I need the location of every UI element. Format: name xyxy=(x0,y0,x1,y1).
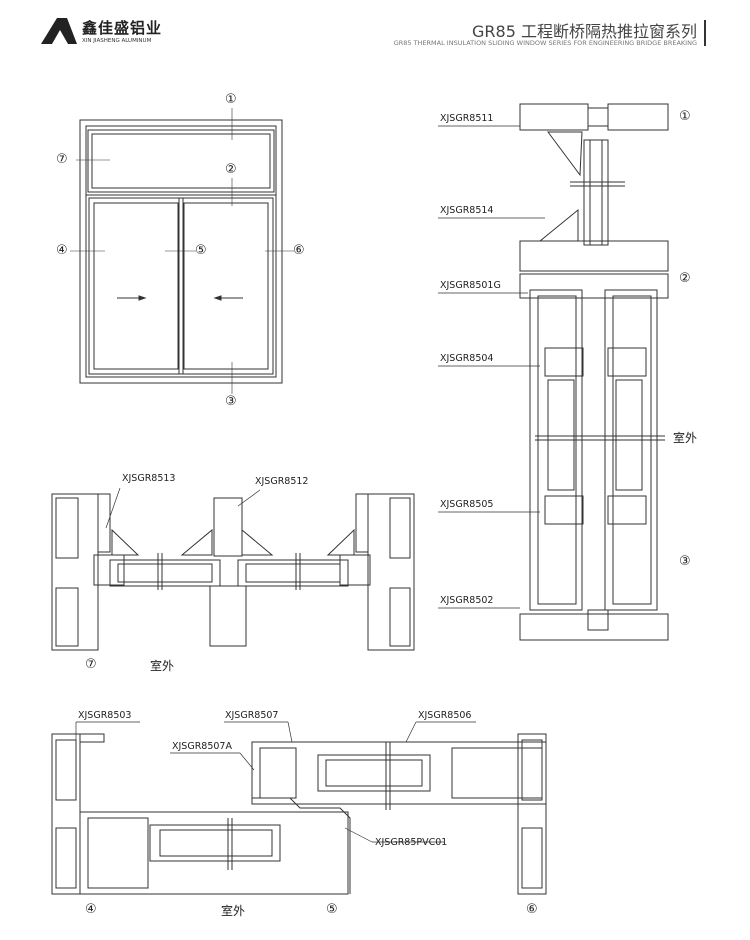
horizontal-section-top xyxy=(51,487,415,651)
profile-label: XJSGR8505 xyxy=(440,499,494,510)
logo-icon xyxy=(41,18,77,44)
marker-6: ⑥ xyxy=(526,902,538,917)
marker-1: ① xyxy=(679,109,691,124)
page-title: GR85 工程断桥隔热推拉窗系列 xyxy=(472,22,697,41)
profile-label: XJSGR8507 xyxy=(225,710,279,721)
profile-label: XJSGR8502 xyxy=(440,595,494,606)
profile-label: XJSGR8507A xyxy=(172,741,232,752)
outside-label: 室外 xyxy=(221,904,246,918)
marker-4: ④ xyxy=(85,902,97,917)
profile-label: XJSGR8514 xyxy=(440,205,494,216)
page-subtitle: GR85 THERMAL INSULATION SLIDING WINDOW S… xyxy=(393,39,697,47)
marker-4: ④ xyxy=(56,243,68,258)
marker-7: ⑦ xyxy=(85,657,97,672)
marker-6: ⑥ xyxy=(293,243,305,258)
window-elevation xyxy=(70,108,294,394)
marker-2: ② xyxy=(225,162,237,177)
logo-chinese-name: 鑫佳盛铝业 xyxy=(82,19,163,37)
marker-2: ② xyxy=(679,271,691,286)
profile-label: XJSGR8512 xyxy=(255,476,309,487)
profile-label: XJSGR85PVC01 xyxy=(375,837,448,848)
marker-5: ⑤ xyxy=(195,243,207,258)
horizontal-section-bottom xyxy=(51,721,547,895)
marker-7: ⑦ xyxy=(56,152,68,167)
marker-1: ① xyxy=(225,92,237,107)
logo-english-name: XIN JIASHENG ALUMINUM xyxy=(82,38,152,44)
profile-label: XJSGR8511 xyxy=(440,113,494,124)
marker-3: ③ xyxy=(679,554,691,569)
outside-label: 室外 xyxy=(150,659,175,673)
marker-3: ③ xyxy=(225,394,237,409)
outside-label: 室外 xyxy=(673,431,698,445)
vertical-section xyxy=(438,103,669,641)
marker-5: ⑤ xyxy=(326,902,338,917)
profile-label: XJSGR8503 xyxy=(78,710,132,721)
profile-label: XJSGR8504 xyxy=(440,353,494,364)
profile-label: XJSGR8506 xyxy=(418,710,472,721)
profile-label: XJSGR8501G xyxy=(440,280,501,291)
profile-label: XJSGR8513 xyxy=(122,473,176,484)
